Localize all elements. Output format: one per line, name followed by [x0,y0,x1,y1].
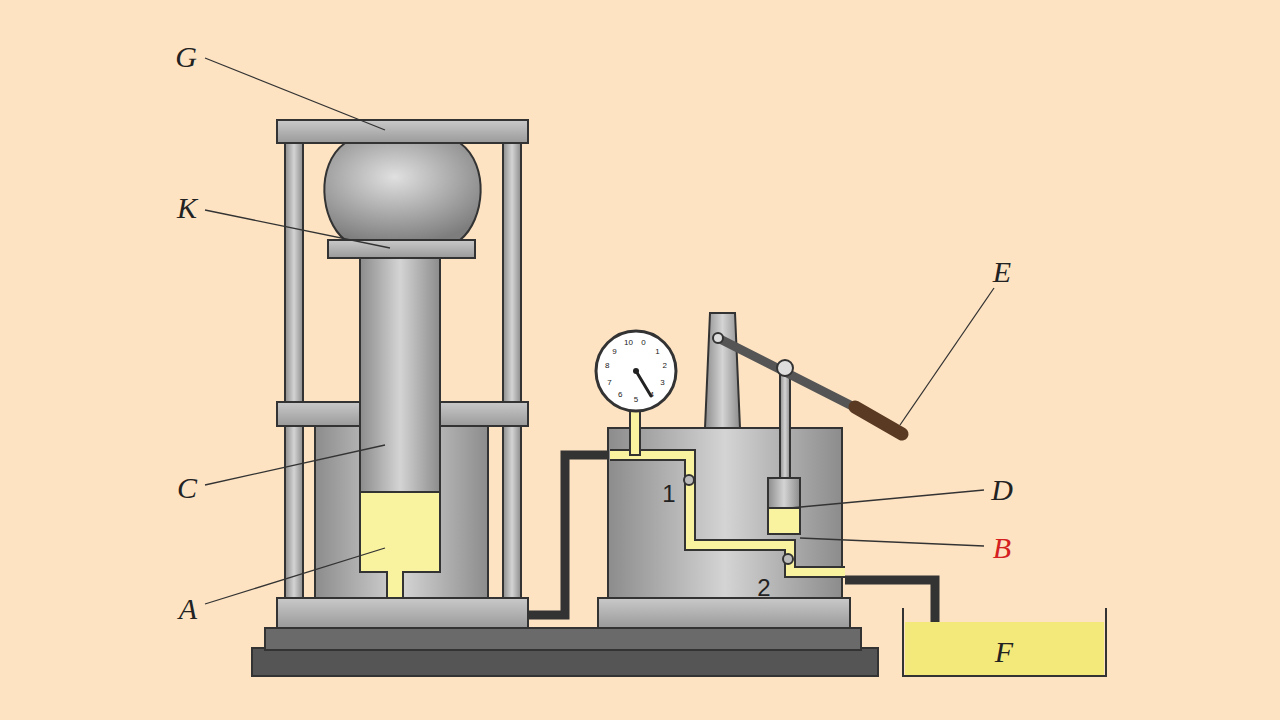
part-letter: G [175,42,197,72]
gauge-scale-number: 9 [612,348,616,356]
small-cylinder [768,478,800,534]
gauge-scale-number: 7 [607,379,611,387]
large-piston [360,258,440,492]
lever-post [705,313,740,428]
pressed-object [324,143,480,240]
tank [903,608,1106,676]
valve-number: 1 [662,482,675,506]
valve-ball [783,554,793,564]
gauge-scale-number: 4 [650,391,654,399]
part-letter: K [177,193,197,223]
gauge-scale-number: 1 [655,348,659,356]
part-letter: D [991,475,1013,505]
pressure-gauge [596,331,676,411]
platform [328,240,475,258]
lever [718,338,860,410]
top-plate [277,120,528,143]
piston-rod [780,370,790,478]
leader-line [205,548,385,604]
fluid-channel [610,455,845,572]
part-letter: A [179,594,197,624]
leader-line [900,288,994,425]
leader-line [790,490,984,508]
gauge-scale-number: 2 [662,362,666,370]
base-foot [252,648,878,676]
leader-line [205,210,390,248]
frame-post [503,140,521,600]
gauge-scale-number: 3 [660,379,664,387]
gauge-scale-number: 10 [624,339,633,347]
fluid-chamber [360,492,440,598]
leader-line [205,445,385,485]
leader-line [205,58,385,130]
gauge-hub [633,368,639,374]
leader-line [800,538,984,546]
part-letter: E [993,257,1011,287]
channel-outline [610,455,845,572]
gauge-scale-number: 0 [641,339,645,347]
gauge-needle [636,371,651,396]
pump-base [598,598,850,628]
part-letter: F [995,637,1013,667]
frame-post [285,140,303,600]
valve-number: 2 [757,576,770,600]
press-bottom-plate [277,598,528,628]
gauge-scale-number: 6 [618,391,622,399]
gauge-scale-number: 5 [634,396,638,404]
connecting-pipe [528,455,612,615]
gauge-scale-number: 8 [605,362,609,370]
valve-ball [684,475,694,485]
small-piston [768,478,800,508]
lever-hinge [713,333,723,343]
tank-liquid [905,622,1104,676]
base-plate [265,628,861,650]
lever-pivot [777,360,793,376]
lever-handle [855,407,902,434]
part-letter: B [993,533,1011,563]
part-letter: C [177,473,197,503]
